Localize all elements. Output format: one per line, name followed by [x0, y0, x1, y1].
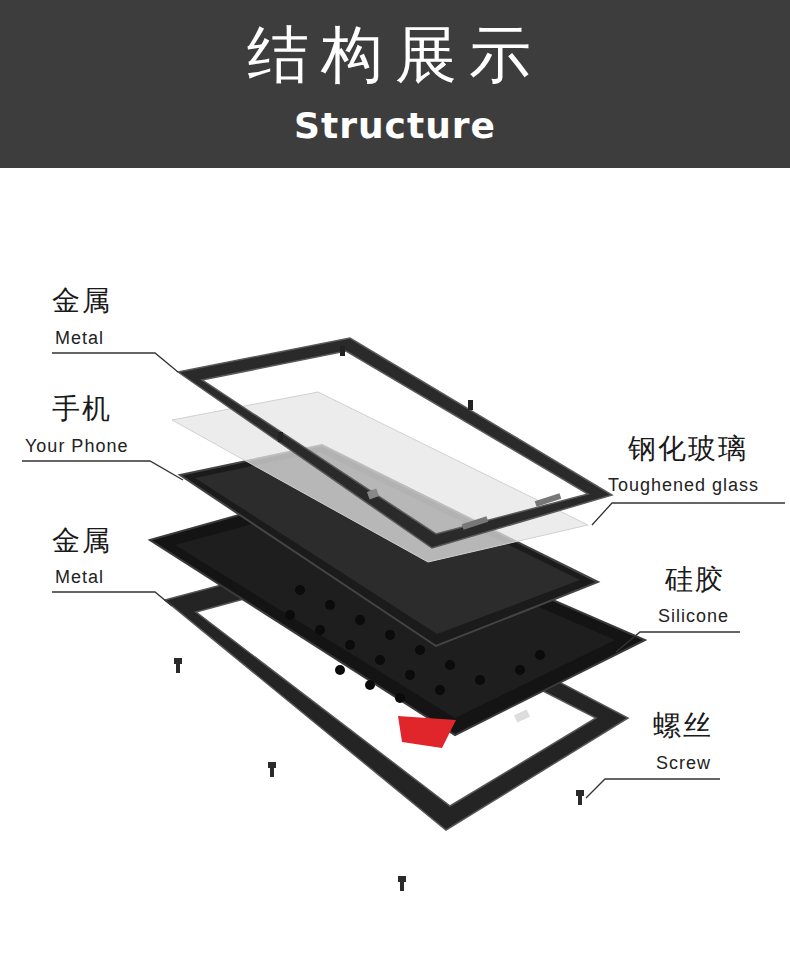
part-name: 金属 — [52, 284, 112, 318]
page-title: 结构展示 — [0, 18, 790, 92]
part-name-english: Metal — [55, 328, 104, 350]
part-name: 硅胶 — [665, 563, 725, 597]
part-name: 钢化玻璃 — [628, 432, 748, 466]
subtitle: Structure — [0, 104, 790, 147]
part-name: 螺丝 — [653, 709, 713, 743]
part-name: 手机 — [52, 392, 112, 426]
part-name-english: Toughened glass — [608, 475, 759, 497]
part-name-english: Your Phone — [25, 436, 128, 458]
part-name: 金属 — [52, 524, 112, 558]
part-name-english: Silicone — [658, 606, 729, 628]
part-name-english: Metal — [55, 567, 104, 589]
part-name-english: Screw — [656, 753, 711, 775]
